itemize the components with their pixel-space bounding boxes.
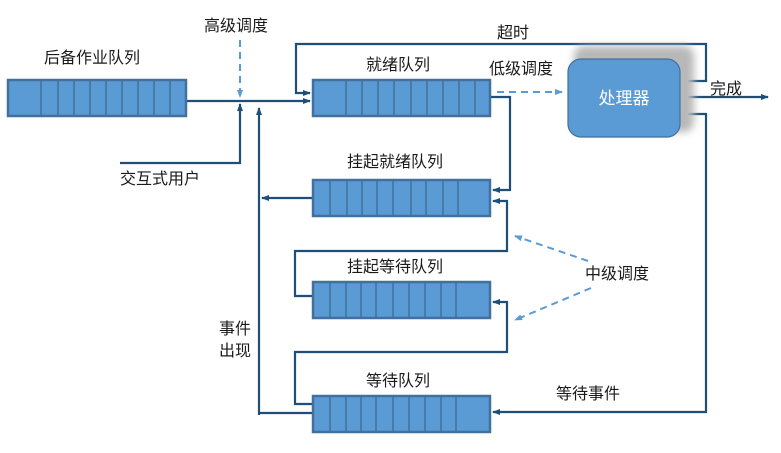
backlog-queue-label: 后备作业队列 [44, 48, 140, 67]
ready-queue [311, 78, 492, 118]
ready-queue-label: 就绪队列 [366, 55, 430, 74]
interactive-user-label: 交互式用户 [120, 169, 200, 188]
mid-level-scheduling-label: 中级调度 [585, 264, 649, 283]
high-level-scheduling-label: 高级调度 [204, 16, 268, 35]
queue-body [311, 78, 492, 118]
mid-level-scheduling-down-arrow [514, 287, 592, 321]
suspended-ready-queue [311, 178, 492, 218]
waiting-queue-label: 等待队列 [366, 371, 430, 390]
wait-event-arrow [492, 112, 708, 415]
interactive-user-arrow [120, 103, 243, 165]
complete-label: 完成 [710, 79, 742, 98]
processor-label: 处理器 [599, 89, 650, 109]
timeout-arrow [294, 42, 708, 96]
wait-event-label: 等待事件 [556, 384, 620, 403]
queue-body [311, 280, 492, 320]
ready-to-suspended-ready-arrow [490, 95, 512, 193]
queue-body [311, 394, 492, 434]
suspended-ready-queue-label: 挂起就绪队列 [347, 152, 443, 171]
processor: 处理器 [567, 46, 694, 138]
suspended-waiting-queue [311, 280, 492, 320]
queue-body [6, 78, 188, 118]
backlog-queue [6, 78, 188, 118]
low-level-scheduling-label: 低级调度 [489, 59, 553, 78]
timeout-label: 超时 [497, 23, 529, 42]
processor-box [567, 58, 681, 138]
queue-body [311, 178, 492, 218]
event-occurs-label-line1: 事件 [219, 319, 251, 338]
waiting-queue [311, 394, 492, 434]
suspended-waiting-to-suspended-ready-arrow [293, 198, 509, 298]
event-occurs-label-line2: 出现 [219, 341, 251, 360]
suspended-waiting-queue-label: 挂起等待队列 [347, 257, 443, 276]
mid-level-scheduling-up-arrow [514, 235, 589, 262]
waiting-to-suspended-waiting-arrow [293, 299, 509, 406]
